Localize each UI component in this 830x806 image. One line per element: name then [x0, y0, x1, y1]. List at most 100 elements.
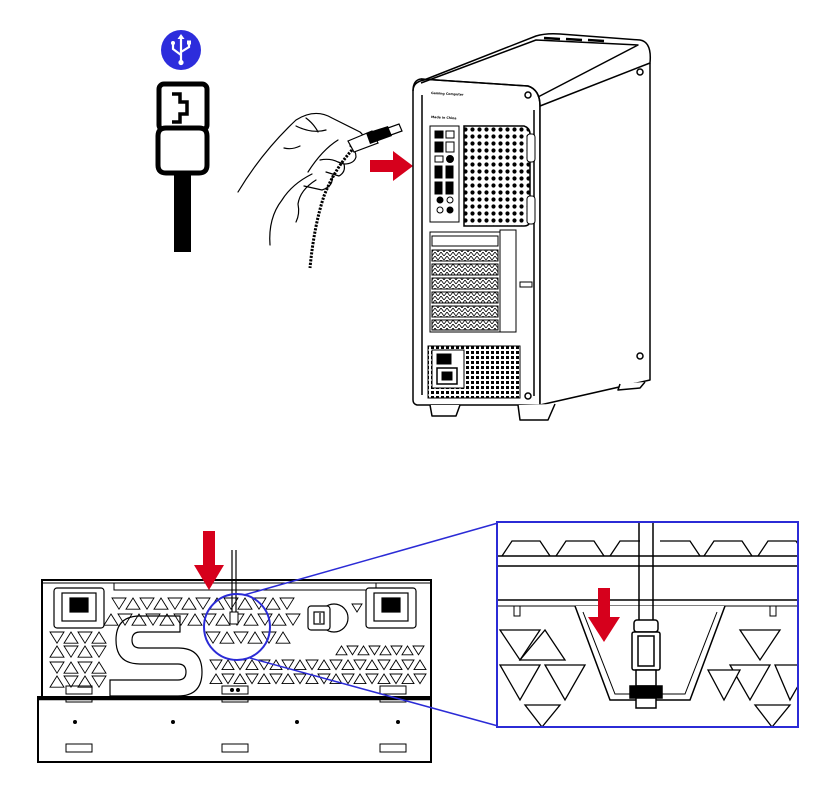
keyboard-triangle — [377, 659, 391, 671]
keyboard-triangle — [63, 631, 79, 644]
keyboard-triangle — [401, 645, 414, 656]
keyboard-triangle — [49, 661, 65, 675]
pc-label-line1: Gaming Computer — [431, 91, 464, 97]
keyboard-triangle — [412, 645, 425, 656]
keyboard-triangle — [413, 659, 427, 671]
pc-power-supply — [427, 345, 521, 399]
keyboard-triangle — [245, 659, 259, 671]
keyboard-triangle — [281, 659, 295, 671]
keyboard-triangle — [131, 613, 147, 626]
keyboard-triangle — [265, 597, 281, 610]
keyboard-triangle — [139, 597, 155, 611]
keyboard-triangle — [389, 673, 403, 685]
keyboard-triangle — [77, 675, 93, 688]
pc-fan-grille — [463, 125, 536, 227]
pc-label-line2: Made in China — [431, 115, 457, 120]
keyboard-triangle — [257, 673, 271, 685]
keyboard-triangle — [279, 597, 295, 611]
keyboard-triangle — [247, 631, 263, 644]
zoom-connector-bottom — [249, 657, 499, 727]
keyboard-triangle — [159, 613, 175, 626]
keyboard-triangle — [49, 645, 65, 658]
keyboard-triangle — [281, 673, 295, 685]
keyboard-triangle — [368, 645, 381, 656]
keyboard-triangle — [237, 597, 253, 610]
keyboard-triangle — [153, 597, 169, 610]
keyboard-triangle — [379, 645, 392, 656]
zoom-detail — [497, 522, 798, 727]
keyboard-triangle — [91, 675, 107, 689]
insert-arrow — [370, 151, 413, 181]
keyboard-triangle — [173, 613, 189, 627]
keyboard-feet — [53, 587, 417, 629]
keyboard-triangle — [221, 659, 235, 671]
keyboard-triangle — [365, 659, 379, 671]
keyboard-triangle — [243, 613, 259, 626]
keyboard-triangle — [205, 631, 221, 645]
cable-plug — [347, 123, 403, 153]
keyboard-triangle — [221, 673, 235, 685]
keyboard-triangle — [91, 661, 107, 674]
keyboard-triangle — [125, 597, 141, 610]
usb-c-connector-icon — [155, 81, 210, 252]
magnify-circle — [203, 593, 271, 661]
keyboard-triangle — [103, 613, 119, 626]
keyboard-triangle — [187, 613, 203, 626]
keyboard-triangle — [63, 675, 79, 689]
keyboard-triangle — [77, 631, 93, 645]
keyboard-triangle — [209, 659, 223, 671]
keyboard-triangle — [269, 673, 283, 685]
keyboard-triangle — [293, 659, 307, 671]
keyboard-triangle — [317, 659, 331, 671]
keyboard-triangle — [245, 673, 259, 685]
keyboard-triangle-pattern — [49, 597, 427, 689]
keyboard-triangle — [305, 659, 319, 671]
keyboard-triangle — [275, 631, 291, 644]
hand-with-cable — [237, 112, 365, 246]
pc-io-panel — [429, 125, 460, 223]
keyboard-triangle — [389, 659, 403, 671]
keyboard-triangle — [357, 645, 370, 656]
keyboard-triangle — [167, 597, 183, 611]
zoom-plug-arrow — [588, 588, 620, 642]
keyboard-triangle — [219, 631, 235, 644]
keyboard-triangle — [223, 597, 239, 611]
keyboard-triangle — [341, 673, 355, 685]
keyboard-triangle — [233, 631, 249, 645]
keyboard-triangle — [77, 645, 93, 658]
keyboard-triangle — [195, 597, 211, 611]
keyboard-triangle — [117, 613, 133, 627]
keyboard-cable-clip — [307, 603, 349, 633]
keyboard-triangle — [390, 645, 403, 656]
keyboard-triangle — [401, 659, 415, 671]
keyboard-triangle — [413, 673, 427, 685]
keyboard-triangle — [251, 597, 267, 611]
zoom-connector-top — [243, 522, 499, 596]
keyboard-triangle — [377, 673, 391, 685]
keyboard-triangle — [305, 673, 319, 685]
keyboard-triangle — [335, 645, 348, 656]
braided-cable — [308, 148, 354, 269]
keyboard-triangle — [353, 659, 367, 671]
keyboard-triangle — [329, 673, 343, 685]
keyboard-triangle — [285, 613, 301, 627]
keyboard-triangle — [49, 675, 65, 688]
keyboard-triangle — [329, 659, 343, 671]
keyboard-triangle — [111, 597, 127, 611]
keyboard-triangle — [346, 645, 359, 656]
usb-badge — [161, 30, 201, 70]
plug-in-arrow — [194, 531, 224, 590]
keyboard-triangle — [91, 631, 107, 644]
keyboard-triangle — [353, 673, 367, 685]
pc-expansion-slots — [429, 229, 533, 333]
keyboard-s-logo — [109, 615, 203, 697]
keyboard-triangle — [293, 673, 307, 685]
keyboard-triangle — [257, 659, 271, 671]
keyboard-triangle — [215, 613, 231, 626]
keyboard-triangle — [271, 613, 287, 626]
keyboard-triangle — [401, 673, 415, 685]
keyboard-triangle — [181, 597, 197, 610]
keyboard-cable — [229, 550, 239, 625]
keyboard-triangle — [145, 613, 161, 627]
